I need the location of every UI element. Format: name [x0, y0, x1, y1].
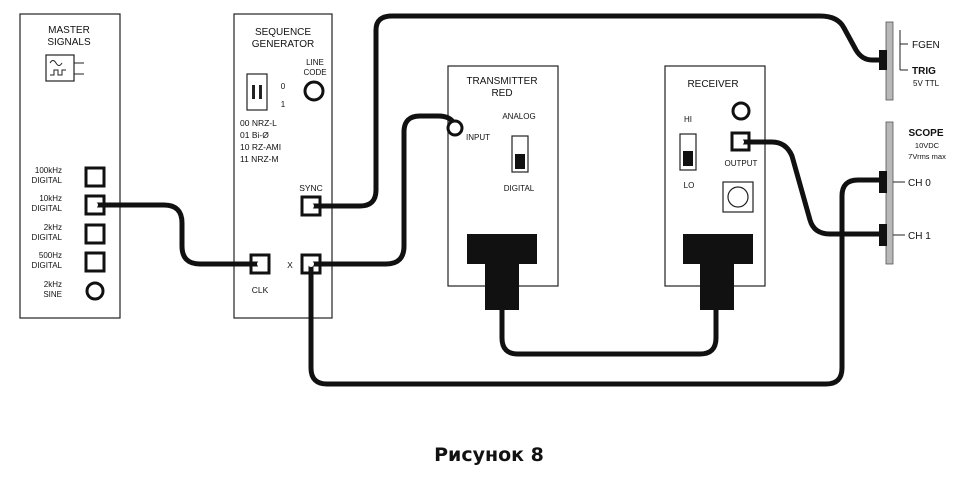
rx-output-label: OUTPUT — [725, 159, 758, 168]
master-signals-panel: MASTER SIGNALS 100kHz DIGITAL 10kHz DIGI… — [19, 13, 121, 319]
wire-x-to-ch0 — [308, 177, 886, 387]
master-title-1: MASTER — [48, 25, 90, 36]
wires — [92, 13, 886, 387]
rx-connector — [683, 234, 753, 310]
rx-push-button[interactable] — [722, 181, 754, 213]
jack-10khz-center — [92, 202, 98, 208]
scope-rms-label: 7Vrms max — [908, 152, 946, 161]
x-label: X — [287, 260, 293, 270]
dip-switch-label-1: 1 — [281, 100, 286, 109]
clk-jack-center — [257, 261, 263, 267]
ch0-label: CH 0 — [908, 178, 931, 189]
jack-100khz-digital[interactable] — [84, 166, 106, 188]
code-option-rzami: 10 RZ-AMI — [240, 142, 281, 152]
line-code-label-1: LINE — [306, 58, 324, 67]
master-row-2k-l2: DIGITAL — [31, 233, 62, 242]
scope-title: SCOPE — [908, 128, 943, 139]
tx-input-jack[interactable] — [446, 119, 464, 137]
dip-switch[interactable] — [246, 73, 268, 111]
master-row-100k-l2: DIGITAL — [31, 176, 62, 185]
tx-title-1: TRANSMITTER — [466, 76, 537, 87]
fgen-label: FGEN — [912, 40, 940, 51]
fgen-block: FGEN TRIG 5V TTL — [879, 21, 940, 101]
jack-2khz-sine[interactable] — [85, 281, 105, 301]
ch1-label: CH 1 — [908, 231, 931, 242]
sync-label: SYNC — [299, 183, 323, 193]
master-row-sine-l1: 2kHz — [44, 280, 62, 289]
receiver-panel: RECEIVER HI OUTPUT LO — [664, 65, 766, 310]
master-row-500-l1: 500Hz — [39, 251, 62, 260]
master-row-sine-l2: SINE — [43, 290, 62, 299]
rx-title: RECEIVER — [687, 79, 738, 90]
master-row-500-l2: DIGITAL — [31, 261, 62, 270]
master-row-10k-l1: 10kHz — [39, 194, 62, 203]
transmitter-panel: TRANSMITTER RED INPUT ANALOG DIGITAL — [447, 65, 559, 310]
tx-input-label: INPUT — [466, 133, 490, 142]
tx-connector — [467, 234, 537, 310]
line-code-label-2: CODE — [303, 68, 326, 77]
master-row-100k-l1: 100kHz — [35, 166, 62, 175]
output-jack-center — [738, 139, 744, 145]
tx-title-2: RED — [491, 88, 512, 99]
master-row-10k-l2: DIGITAL — [31, 204, 62, 213]
wire-sync-to-trig — [308, 13, 886, 209]
scope-block: SCOPE 10VDC 7Vrms max CH 0 CH 1 — [879, 121, 946, 265]
dip-switch-label-0: 0 — [281, 82, 286, 91]
master-title-2: SIGNALS — [47, 37, 91, 48]
trig-level-label: 5V TTL — [913, 79, 940, 88]
wire-10khz-to-clk — [92, 202, 263, 267]
signal-generator-icon — [45, 54, 84, 82]
sequence-generator-panel: SEQUENCE GENERATOR LINE CODE 0 1 00 NRZ-… — [233, 13, 333, 319]
code-option-nrzl: 00 NRZ-L — [240, 118, 277, 128]
rx-indicator — [731, 101, 751, 121]
scope-voltage-label: 10VDC — [915, 141, 940, 150]
wire-output-to-ch1 — [738, 139, 886, 237]
master-row-2k-l1: 2kHz — [44, 223, 62, 232]
sync-jack-center — [308, 203, 314, 209]
x-jack-center — [308, 261, 314, 267]
code-option-nrzm: 11 NRZ-M — [240, 154, 279, 164]
seqgen-title-1: SEQUENCE — [255, 27, 311, 38]
figure-caption: Рисунок 8 — [434, 444, 544, 466]
seqgen-title-2: GENERATOR — [252, 39, 314, 50]
wire-x-to-tx-input — [308, 113, 458, 267]
rx-hi-label: HI — [684, 115, 692, 124]
jack-2khz-digital[interactable] — [84, 223, 106, 245]
code-option-biphase: 01 Bi-Ø — [240, 130, 269, 140]
tx-analog-label: ANALOG — [502, 112, 535, 121]
wire-tx-to-rx-connector — [499, 305, 719, 357]
hi-lo-switch[interactable] — [679, 133, 697, 171]
clk-label: CLK — [252, 285, 269, 295]
analog-digital-switch[interactable] — [511, 135, 529, 173]
tx-digital-label: DIGITAL — [504, 184, 535, 193]
trig-label: TRIG — [912, 66, 936, 77]
jack-500hz-digital[interactable] — [84, 251, 106, 273]
rx-lo-label: LO — [684, 181, 695, 190]
line-code-button[interactable] — [303, 80, 325, 102]
